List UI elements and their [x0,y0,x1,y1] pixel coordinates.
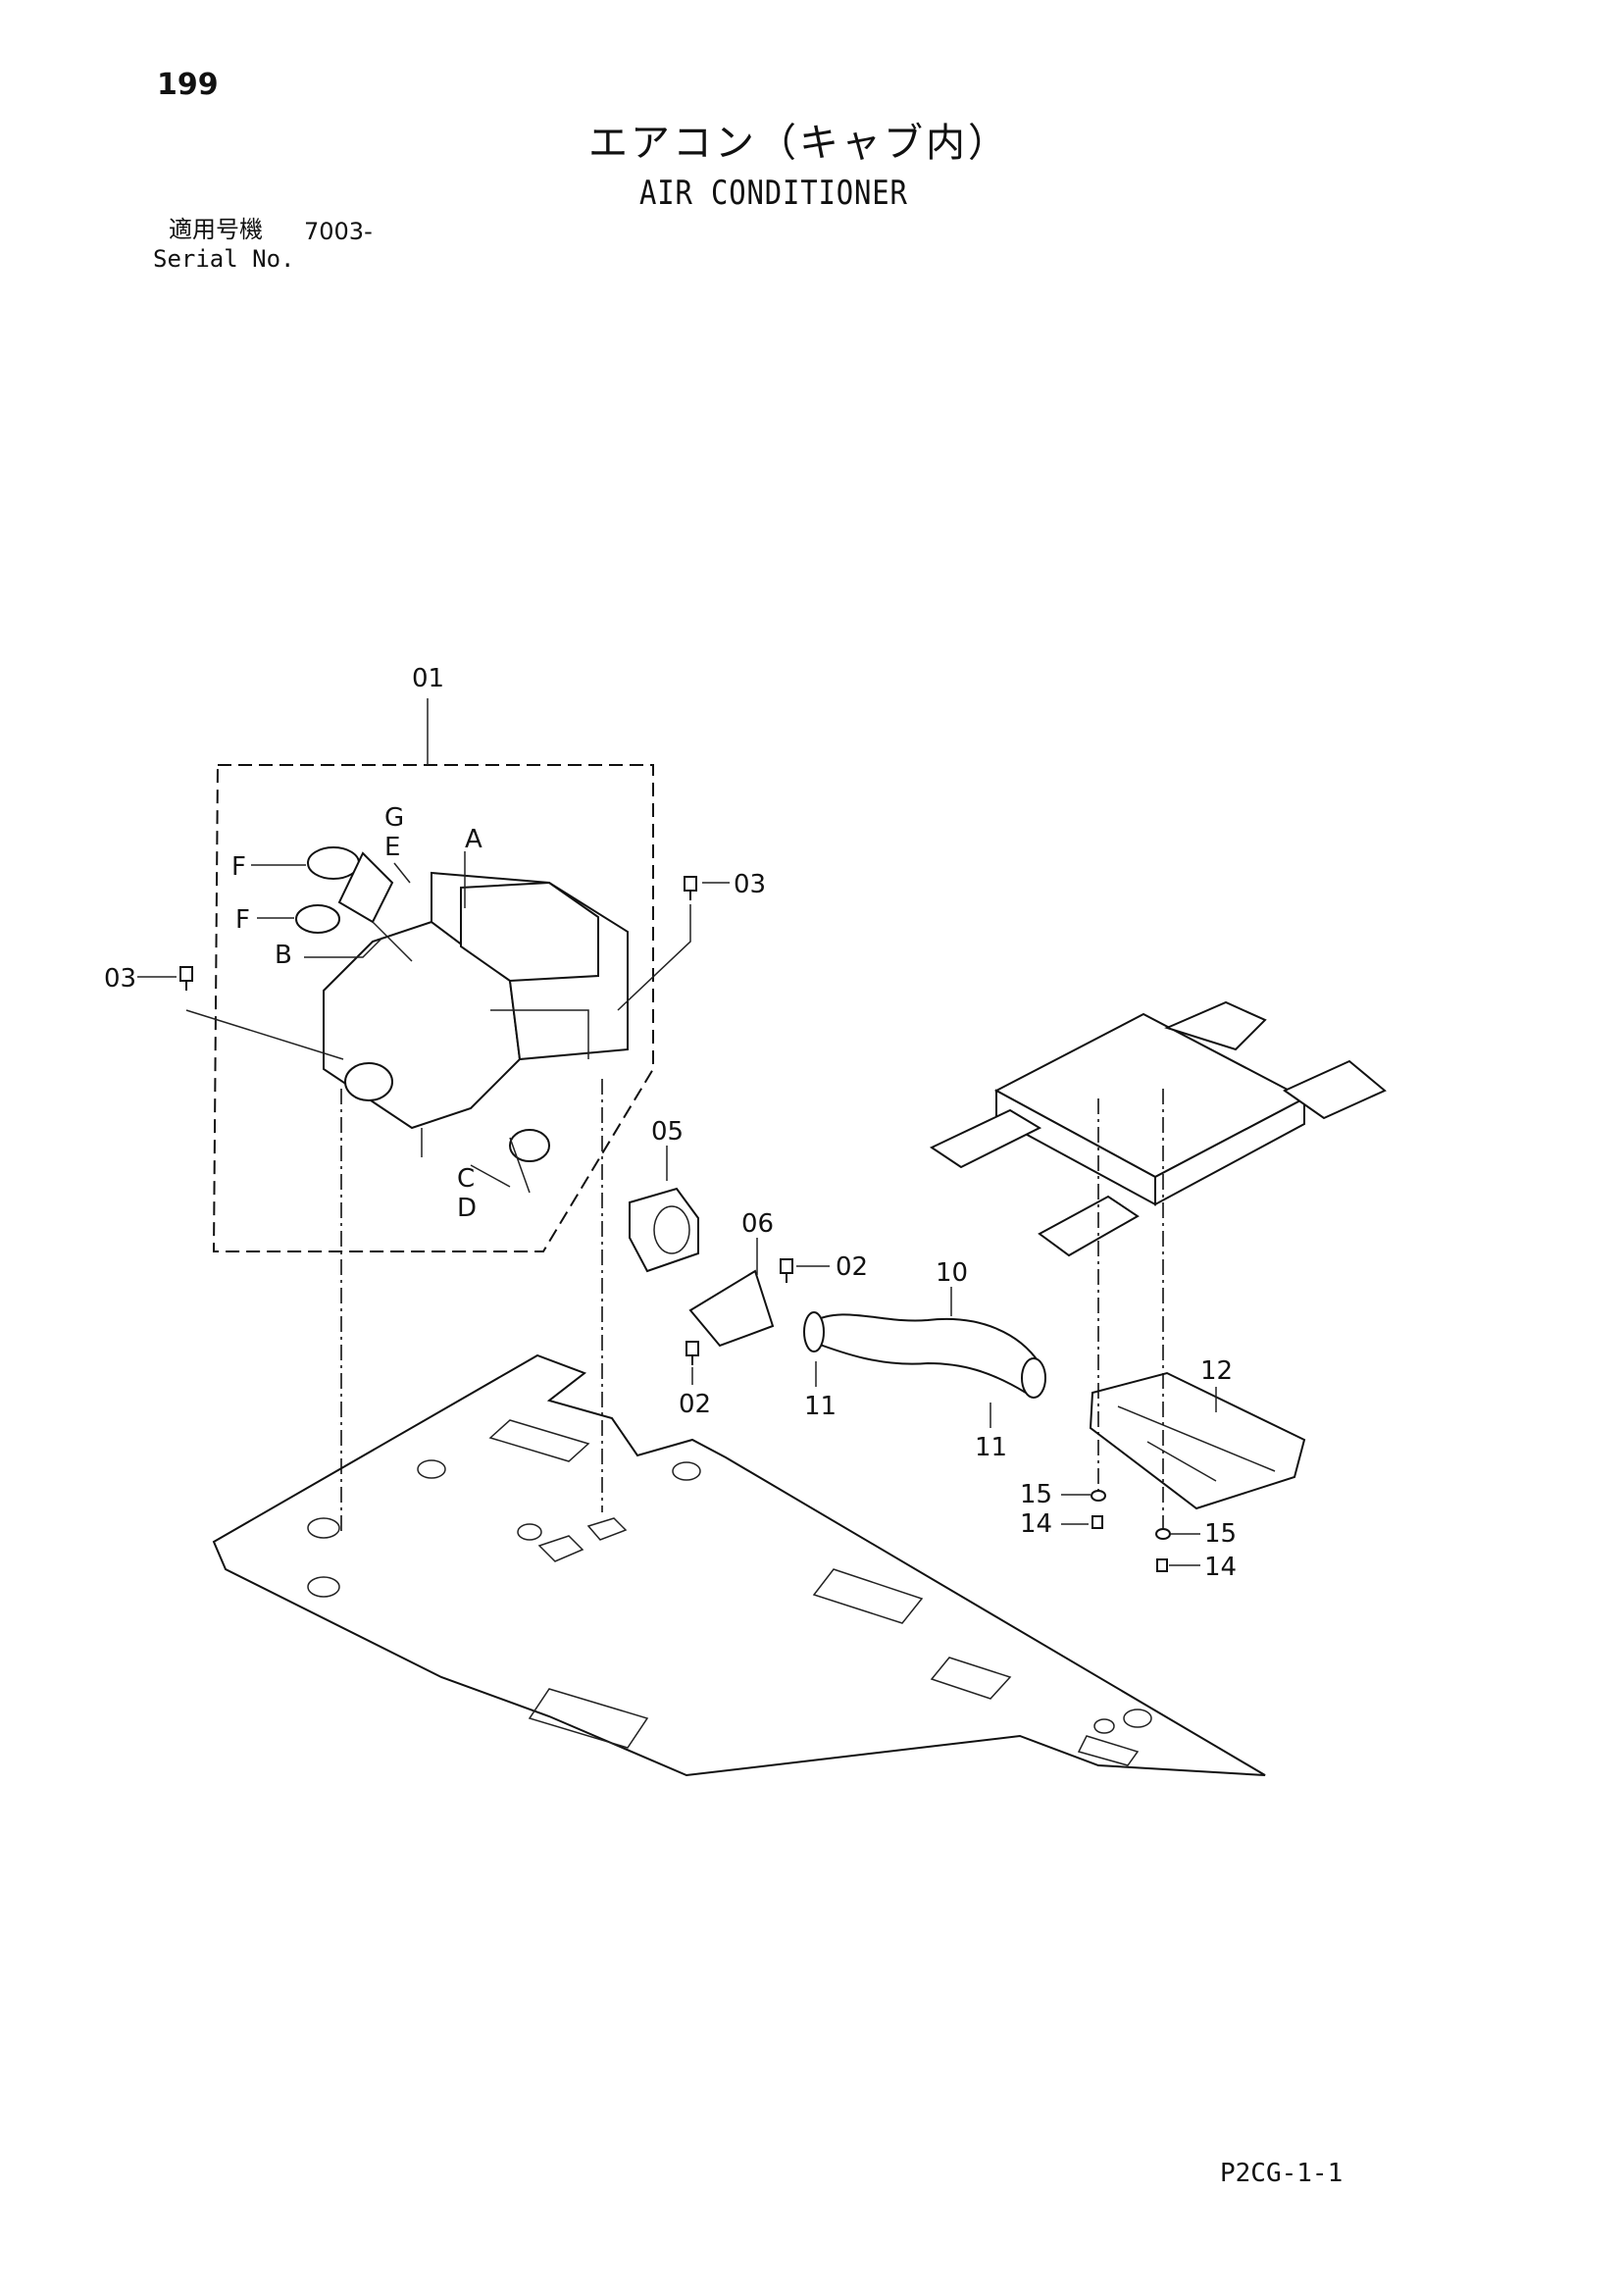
callout-11-left: 11 [804,1392,837,1421]
callout-15-left: 15 [1020,1480,1052,1509]
callout-b: B [275,941,292,970]
callout-12: 12 [1200,1356,1233,1386]
duct-components [629,1187,1306,1510]
callout-14-right: 14 [1204,1553,1237,1582]
callout-f-lower: F [235,905,250,935]
callout-06: 06 [741,1209,774,1239]
hardware [179,876,1171,1572]
page-title: AIR CONDITIONER [639,174,908,213]
callout-e: E [384,833,400,862]
washer-15-right [1155,1528,1171,1540]
bolt-03-left [179,966,193,991]
callout-01: 01 [412,664,444,693]
washer-15-left [1091,1490,1106,1502]
part-12-duct [1089,1371,1306,1510]
part-10-duct-hose [811,1313,1041,1395]
callout-d: D [457,1194,477,1223]
assembly-lines [340,1079,1164,1532]
air-conditioner-unit [212,764,654,1252]
callout-c: C [457,1164,475,1194]
bolt-03-right [684,876,697,900]
callout-05: 05 [651,1117,684,1147]
serial-label: Serial No. [153,245,295,273]
callout-14-left: 14 [1020,1509,1052,1539]
page-code: P2CG-1-1 [1220,2159,1344,2188]
bolt-02-right [780,1258,793,1283]
callout-03-left: 03 [104,964,136,994]
callout-03-right: 03 [734,870,766,899]
page-title-japanese: エアコン（キャブ内） [588,121,1010,166]
unit-group-boundary [212,764,654,1252]
callout-a: A [465,825,482,854]
callout-labels: 01 A G E F F B 03 03 C D 05 06 02 02 10 … [104,664,1237,1582]
bolt-02-left [685,1341,699,1365]
floor-plate [212,1353,1266,1777]
callout-02-right: 02 [836,1252,868,1282]
cab-frame [929,1000,1387,1257]
callout-f-upper: F [231,852,246,882]
callout-02-left: 02 [679,1390,711,1419]
callout-10: 10 [936,1258,968,1288]
callout-15-right: 15 [1204,1519,1237,1549]
bolt-14-right [1156,1558,1168,1572]
callout-g: G [384,803,404,833]
page-number: 199 [157,68,219,102]
bolt-14-left [1091,1515,1103,1529]
callout-11-right: 11 [975,1433,1007,1462]
serial-label-japanese: 適用号機 [169,216,263,243]
part-06-bracket [688,1269,775,1348]
part-05 [629,1187,699,1273]
leader-lines [137,698,1217,1566]
serial-range: 7003- [304,218,373,245]
